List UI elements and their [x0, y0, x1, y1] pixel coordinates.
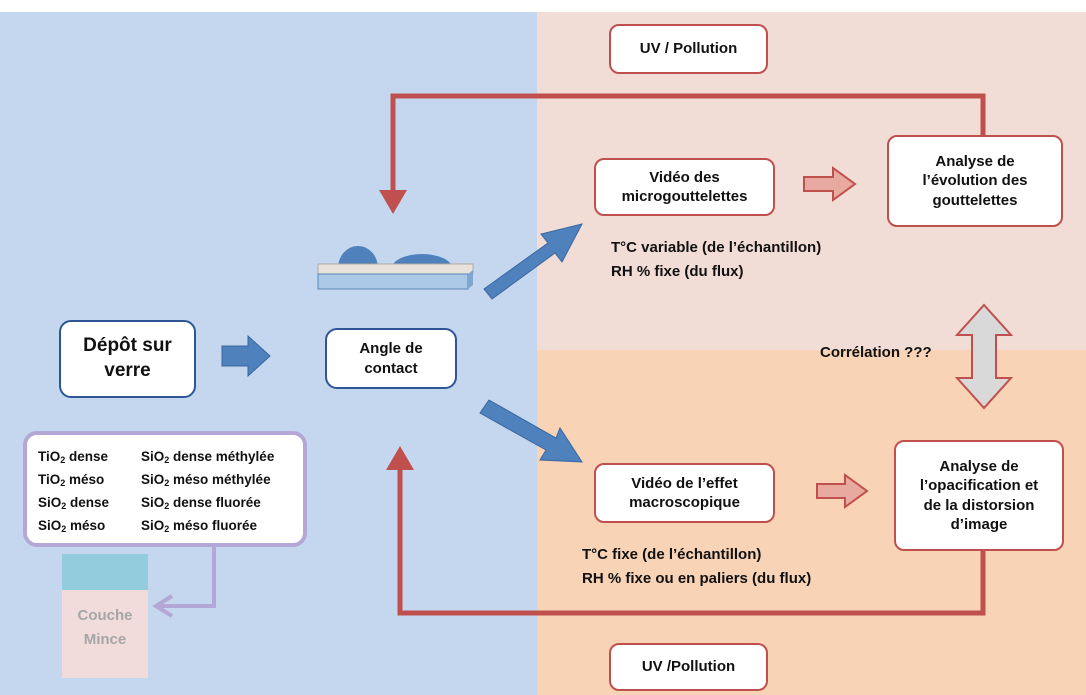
material-item: SiO2 dense — [38, 495, 110, 511]
couche-mince-label: Couche Mince — [62, 604, 148, 652]
conditions-micro-line2: RH % fixe (du flux) — [611, 263, 744, 280]
materials-right-column: SiO2 dense méthylée SiO2 méso méthylée S… — [141, 447, 274, 539]
purple-connector — [158, 547, 216, 608]
feedback-loop-top — [390, 93, 986, 198]
couche-mince-top-layer — [62, 554, 148, 590]
glass-slide-icon — [317, 246, 474, 290]
video-micro-line1: Vidéo des — [649, 168, 720, 186]
material-item: SiO2 dense fluorée — [141, 495, 261, 511]
uv-top-box: UV / Pollution — [609, 24, 768, 74]
feedback-loop-bottom — [397, 462, 986, 616]
angle-line1: Angle de — [359, 340, 423, 357]
material-item: SiO2 méso — [38, 518, 106, 534]
material-item: SiO2 dense méthylée — [141, 449, 275, 465]
analyse-opacification-line2: l’opacification et — [919, 477, 1039, 494]
material-item: SiO2 méso fluorée — [141, 518, 258, 534]
conditions-macro-line1: T°C fixe (de l’échantillon) — [582, 546, 762, 563]
video-macro-line1: Vidéo de l’effet — [631, 474, 738, 492]
depot-line1: Dépôt sur — [83, 335, 172, 357]
depot-box: Dépôt sur verre — [59, 320, 196, 398]
material-item: TiO2 méso — [38, 472, 105, 488]
uv-top-label: UV / Pollution — [639, 40, 738, 58]
arrow-micro-to-analyse — [803, 166, 857, 202]
video-macro-line2: macroscopique — [629, 494, 740, 511]
arrow-to-macro — [479, 399, 583, 463]
conditions-macro: T°C fixe (de l’échantillon) RH % fixe ou… — [582, 543, 811, 591]
video-micro-line2: microgouttelettes — [621, 188, 748, 205]
analyse-gouttelettes-line1: Analyse de — [935, 152, 1015, 170]
analyse-opacification-line1: Analyse de — [939, 457, 1019, 475]
material-item: SiO2 méso méthylée — [141, 472, 271, 488]
angle-line2: contact — [364, 359, 418, 377]
arrow-macro-to-analyse — [816, 473, 869, 509]
analyse-gouttelettes-line3: gouttelettes — [932, 191, 1018, 209]
angle-box: Angle de contact — [325, 328, 457, 389]
depot-line2: verre — [104, 360, 151, 381]
conditions-macro-line2: RH % fixe ou en paliers (du flux) — [582, 570, 812, 587]
analyse-opacification-line4: d’image — [950, 516, 1008, 533]
correlation-label: Corrélation ??? — [820, 344, 932, 361]
video-macro-box: Vidéo de l’effet macroscopique — [594, 463, 775, 523]
uv-bottom-label: UV /Pollution — [641, 658, 736, 676]
couche-mince-bottom-layer — [62, 590, 148, 678]
conditions-micro: T°C variable (de l’échantillon) RH % fix… — [611, 236, 821, 284]
couche-line1: Couche — [77, 607, 133, 624]
analyse-opacification-box: Analyse de l’opacification et de la distor… — [894, 440, 1064, 551]
analyse-gouttelettes-line2: l’évolution des — [922, 172, 1028, 190]
analyse-opacification-line3: de la distorsion — [923, 496, 1035, 514]
couche-line2: Mince — [83, 631, 127, 648]
correlation-double-arrow — [954, 303, 1014, 410]
arrow-to-micro — [483, 223, 583, 300]
materials-box — [23, 431, 307, 547]
conditions-micro-line1: T°C variable (de l’échantillon) — [611, 239, 822, 256]
uv-bottom-box: UV /Pollution — [609, 643, 768, 691]
arrow-depot-to-angle — [221, 334, 271, 378]
video-micro-box: Vidéo des microgouttelettes — [594, 158, 775, 216]
materials-left-column: TiO2 dense TiO2 méso SiO2 dense SiO2 més… — [38, 447, 109, 539]
material-item: TiO2 dense — [38, 449, 109, 465]
